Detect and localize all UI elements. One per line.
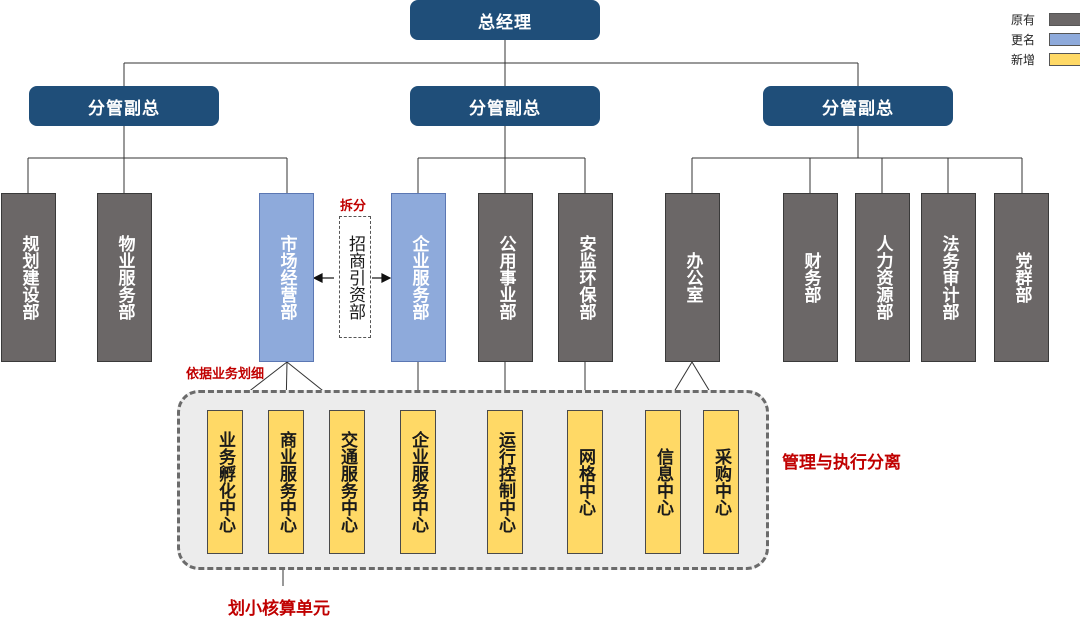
vp-left-box: 分管副总 bbox=[29, 86, 219, 126]
dept-public: 公用事业部 bbox=[478, 193, 533, 362]
legend-original-label: 原有 bbox=[1011, 13, 1036, 27]
dept-office: 办公室 bbox=[665, 193, 720, 362]
dept-safety: 安监环保部 bbox=[558, 193, 613, 362]
legend-original-swatch bbox=[1049, 13, 1080, 26]
legend-renamed-swatch bbox=[1049, 33, 1080, 46]
dept-party: 党群部 bbox=[994, 193, 1049, 362]
dept-finance: 财务部 bbox=[783, 193, 838, 362]
dept-legal: 法务审计部 bbox=[921, 193, 976, 362]
center-procurement: 采购中心 bbox=[703, 410, 739, 554]
legend-added: 新增 bbox=[1011, 51, 1080, 68]
dept-investment: 招商引资部 bbox=[339, 216, 371, 338]
center-grid: 网格中心 bbox=[567, 410, 603, 554]
dept-marketing: 市场经营部 bbox=[259, 193, 314, 362]
center-operation: 运行控制中心 bbox=[487, 410, 523, 554]
legend-renamed-label: 更名 bbox=[1011, 33, 1036, 47]
legend-added-label: 新增 bbox=[1011, 53, 1036, 67]
accounting-label: 划小核算单元 bbox=[228, 599, 330, 619]
legend-renamed: 更名 bbox=[1011, 31, 1080, 48]
separation-label: 管理与执行分离 bbox=[782, 453, 901, 473]
center-incubation: 业务孵化中心 bbox=[207, 410, 243, 554]
legend-added-swatch bbox=[1049, 53, 1080, 66]
split-label: 拆分 bbox=[340, 199, 367, 214]
dept-planning: 规划建设部 bbox=[1, 193, 56, 362]
center-traffic: 交通服务中心 bbox=[329, 410, 365, 554]
dept-property: 物业服务部 bbox=[97, 193, 152, 362]
legend-original: 原有 bbox=[1011, 11, 1080, 28]
dept-hr: 人力资源部 bbox=[855, 193, 910, 362]
vp-mid-box: 分管副总 bbox=[410, 86, 600, 126]
center-info: 信息中心 bbox=[645, 410, 681, 554]
center-commercial: 商业服务中心 bbox=[268, 410, 304, 554]
dept-enterprise: 企业服务部 bbox=[391, 193, 446, 362]
refine-label: 依据业务划细 bbox=[186, 367, 265, 382]
center-enterprise: 企业服务中心 bbox=[400, 410, 436, 554]
ceo-box: 总经理 bbox=[410, 0, 600, 40]
vp-right-box: 分管副总 bbox=[763, 86, 953, 126]
